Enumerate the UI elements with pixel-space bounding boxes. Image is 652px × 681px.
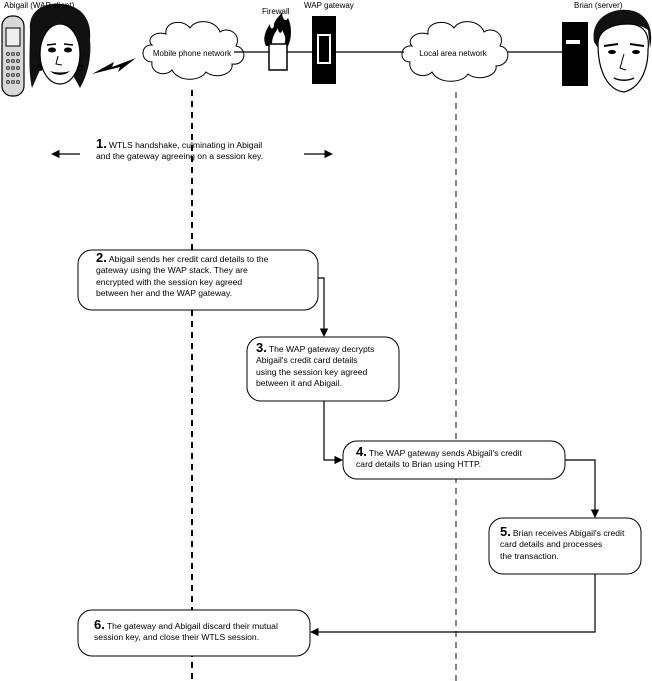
wap-gateway-icon — [312, 16, 336, 84]
step-number: 3. — [256, 340, 267, 355]
step-text: Abigail sends her credit card details to… — [96, 254, 269, 299]
lan-label: Local area network — [419, 49, 487, 58]
step-4: 4.The WAP gateway sends Abigail's credit… — [356, 444, 522, 471]
gateway-label: WAP gateway — [304, 1, 354, 10]
mobile-phone-icon — [1, 15, 25, 97]
mobile-network-cloud-icon — [142, 21, 245, 80]
step-5: 5.Brian receives Abigail's credit card d… — [500, 524, 625, 562]
arrow-step2-to-step3 — [318, 277, 329, 337]
firewall-label: Firewall — [262, 7, 290, 16]
step-number: 5. — [500, 524, 511, 539]
abigail-face-icon — [29, 3, 91, 88]
step-5-box — [488, 517, 642, 575]
step-number: 4. — [356, 444, 367, 459]
step-text: The WAP gateway decrypts Abigail's credi… — [256, 344, 375, 389]
step-number: 6. — [94, 617, 105, 632]
arrow-step5-to-step6 — [310, 574, 596, 637]
server-label: Brian (server) — [574, 1, 623, 10]
step-1: 1.WTLS handshake, culminating in Abigail… — [96, 136, 264, 163]
brian-face-icon — [593, 9, 652, 93]
step-6-box — [77, 609, 311, 657]
step-3: 3.The WAP gateway decrypts Abigail's cre… — [256, 340, 375, 390]
lan-cloud-icon — [401, 21, 509, 82]
step-2-box — [77, 249, 319, 311]
arrow-step3-to-step4 — [323, 401, 343, 465]
server-icon — [562, 22, 588, 86]
step-3-box — [246, 336, 400, 402]
wireless-signal-icon — [92, 58, 136, 74]
step-2: 2.Abigail sends her credit card details … — [96, 250, 269, 300]
step-text: Brian receives Abigail's credit card det… — [500, 528, 625, 561]
step-6: 6.The gateway and Abigail discard their … — [94, 617, 278, 644]
client-label: Abigail (WAP client) — [4, 1, 75, 10]
step-text: WTLS handshake, culminating in Abigail a… — [96, 140, 264, 162]
mobile-network-label: Mobile phone network — [152, 49, 232, 58]
step-number: 2. — [96, 250, 107, 265]
step-text: The gateway and Abigail discard their mu… — [94, 621, 278, 643]
step-number: 1. — [96, 136, 107, 151]
step-text: The WAP gateway sends Abigail's credit c… — [356, 448, 522, 470]
firewall-icon — [264, 12, 291, 71]
arrow-step4-to-step5 — [565, 459, 600, 518]
